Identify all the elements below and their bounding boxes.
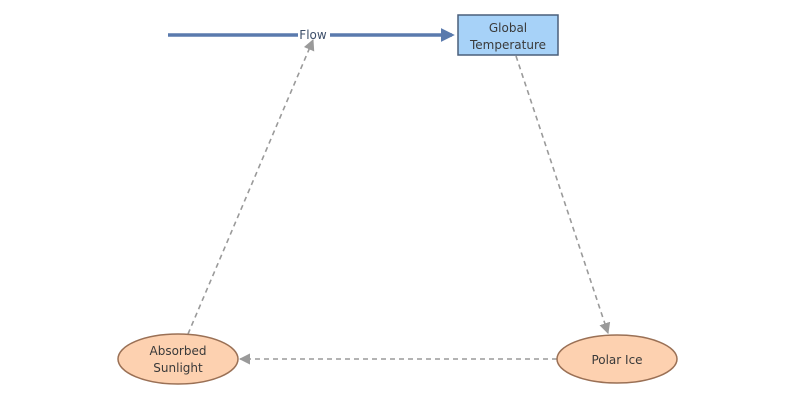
- link-absorbed-sunlight-to-flow[interactable]: [187, 38, 315, 335]
- polar-ice-ellipse: [556, 334, 678, 384]
- global-temperature-label-line1: Global: [489, 21, 527, 35]
- node-absorbed-sunlight[interactable]: Absorbed Sunlight: [117, 333, 239, 385]
- link-temperature-to-polar-ice[interactable]: [515, 55, 611, 335]
- absorbed-sunlight-label-line1: Absorbed: [150, 344, 207, 358]
- absorbed-sunlight-ellipse: [117, 333, 239, 385]
- node-polar-ice[interactable]: Polar Ice: [556, 334, 678, 384]
- global-temperature-box: [457, 14, 559, 56]
- flow[interactable]: Flow: [168, 28, 455, 42]
- polar-ice-label: Polar Ice: [591, 353, 642, 367]
- absorbed-sunlight-label-line2: Sunlight: [153, 361, 203, 375]
- flow-label: Flow: [299, 28, 327, 42]
- global-temperature-label-line2: Temperature: [469, 38, 546, 52]
- node-global-temperature[interactable]: Global Temperature: [457, 14, 559, 56]
